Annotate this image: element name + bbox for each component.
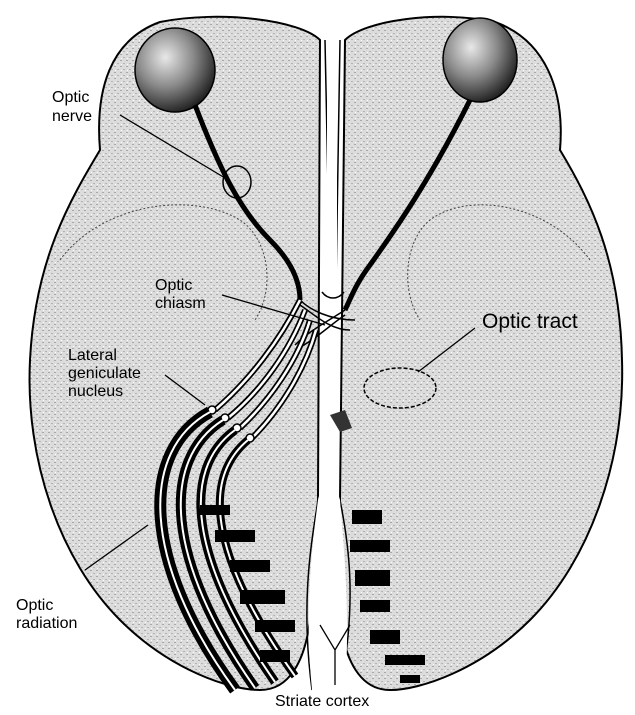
eye-right	[443, 18, 517, 102]
eyeball-icon	[135, 28, 215, 112]
label-optic-tract: Optic tract	[482, 310, 578, 333]
right-hemisphere	[337, 17, 623, 690]
fissure-gap	[327, 40, 337, 290]
label-optic-nerve: Optic nerve	[52, 89, 94, 125]
label-striate-cortex: Striate cortex	[275, 693, 369, 710]
eye-left	[135, 28, 215, 112]
fissure-bottom	[322, 292, 344, 298]
label-optic-radiation: Optic radiation	[16, 597, 77, 632]
eyeball-icon	[443, 18, 517, 102]
